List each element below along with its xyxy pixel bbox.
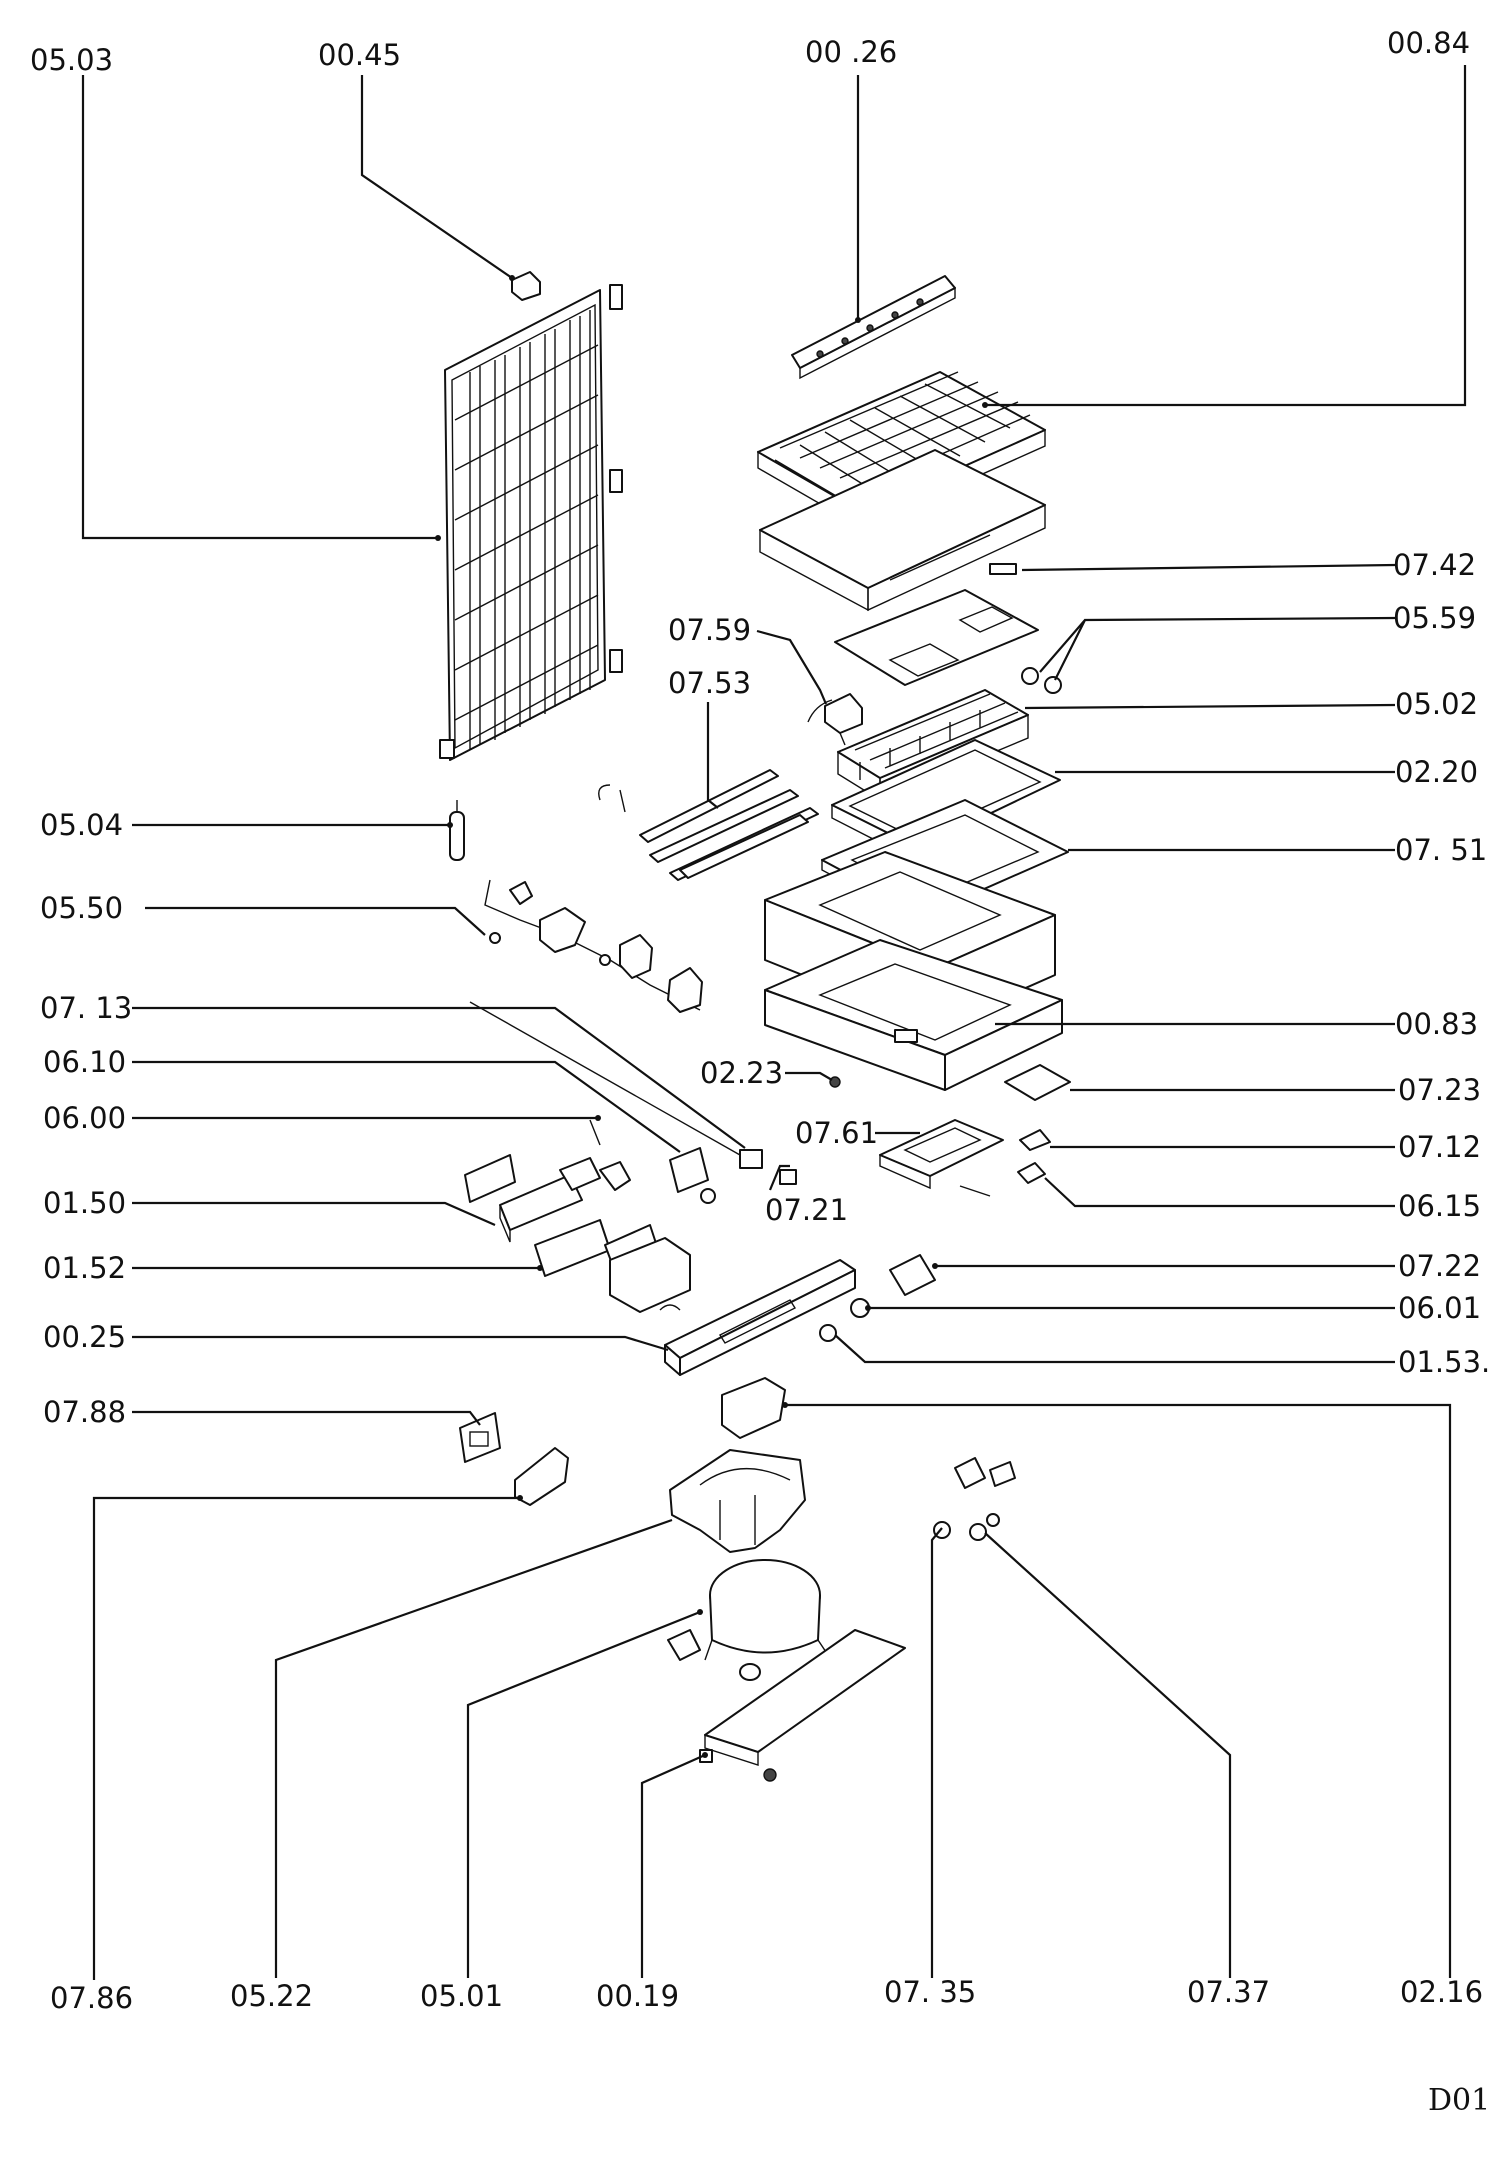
lamp-socket-part — [1019, 1129, 1051, 1151]
label-02-23: 02.23 — [700, 1056, 783, 1090]
label-07-12: 07.12 — [1398, 1130, 1481, 1164]
shelf-plate-part — [759, 449, 1046, 612]
compressor-cover-part — [669, 1449, 806, 1553]
clip-part — [989, 563, 1017, 575]
label-00-25: 00.25 — [43, 1320, 126, 1354]
callout-labels: 05.03 00.45 00 .26 00.84 07.42 05.59 05.… — [30, 26, 1490, 2118]
drier-part — [449, 800, 465, 861]
label-00-45: 00.45 — [318, 38, 401, 72]
control-panel-part — [664, 1259, 856, 1376]
label-00-19: 00.19 — [596, 1979, 679, 2013]
label-07-88: 07.88 — [43, 1395, 126, 1429]
switch-cover-part — [514, 1447, 569, 1506]
label-01-52: 01.52 — [43, 1251, 126, 1285]
label-05-59: 05.59 — [1393, 601, 1476, 635]
label-05-01: 05.01 — [420, 1979, 503, 2013]
base-tray-part — [764, 939, 1063, 1091]
label-00-26: 00 .26 — [805, 35, 897, 69]
label-00-84: 00.84 — [1387, 26, 1470, 60]
label-01-53: 01.53. — [1398, 1345, 1490, 1379]
control-components-part — [469, 1001, 797, 1204]
label-05-02: 05.02 — [1395, 687, 1478, 721]
trim-strip-part — [791, 275, 956, 380]
label-07-61: 07.61 — [795, 1116, 878, 1150]
condenser-part — [439, 284, 623, 761]
cap-part — [511, 271, 541, 301]
compressor-part — [667, 1559, 829, 1681]
label-06-15: 06.15 — [1398, 1189, 1481, 1223]
lamp-holder-part — [879, 1119, 1004, 1197]
relay-parts-part — [933, 1457, 1016, 1541]
rail-set-part — [598, 769, 819, 881]
label-05-50: 05.50 — [40, 891, 123, 925]
label-07-86: 07.86 — [50, 1981, 133, 2015]
label-07-59: 07.59 — [668, 613, 751, 647]
label-07-35: 07. 35 — [884, 1975, 976, 2009]
switch-part — [1017, 1162, 1046, 1184]
leader-lines — [81, 65, 1467, 1980]
label-00-83: 00.83 — [1395, 1007, 1478, 1041]
cover-plate-part — [1004, 1064, 1071, 1101]
fastener-part — [819, 1324, 837, 1342]
label-06-10: 06.10 — [43, 1045, 126, 1079]
label-07-42: 07.42 — [1393, 548, 1476, 582]
label-06-00: 06.00 — [43, 1101, 126, 1135]
label-07-53: 07.53 — [668, 666, 751, 700]
thermostat-housing-part — [464, 1154, 601, 1243]
sheet-code: D01 — [1428, 2083, 1490, 2118]
thermostat-part — [807, 693, 863, 746]
mounting-bracket-part — [721, 1377, 786, 1439]
label-07-22: 07.22 — [1398, 1249, 1481, 1283]
label-02-20: 02.20 — [1395, 755, 1478, 789]
label-06-01: 06.01 — [1398, 1291, 1481, 1325]
insulation-sheet-part — [834, 589, 1039, 686]
knob-pair-part — [1021, 667, 1062, 694]
bracket-parts-part — [534, 1219, 691, 1313]
label-07-13: 07. 13 — [40, 991, 132, 1025]
label-07-37: 07.37 — [1187, 1975, 1270, 2009]
base-rail-part — [699, 1629, 906, 1782]
label-02-16: 02.16 — [1400, 1975, 1483, 2009]
label-01-50: 01.50 — [43, 1186, 126, 1220]
label-07-51: 07. 51 — [1395, 833, 1487, 867]
label-07-21: 07.21 — [765, 1193, 848, 1227]
label-05-03: 05.03 — [30, 43, 113, 77]
label-07-23: 07.23 — [1398, 1073, 1481, 1107]
leader-dots — [435, 275, 988, 1758]
label-05-04: 05.04 — [40, 808, 123, 842]
screw-part — [829, 1076, 841, 1088]
valve-assembly-part — [484, 879, 703, 1013]
door-switch-part — [459, 1412, 501, 1463]
label-05-22: 05.22 — [230, 1979, 313, 2013]
bracket-part — [889, 1254, 936, 1296]
evaporator-grid-part — [757, 371, 1046, 530]
